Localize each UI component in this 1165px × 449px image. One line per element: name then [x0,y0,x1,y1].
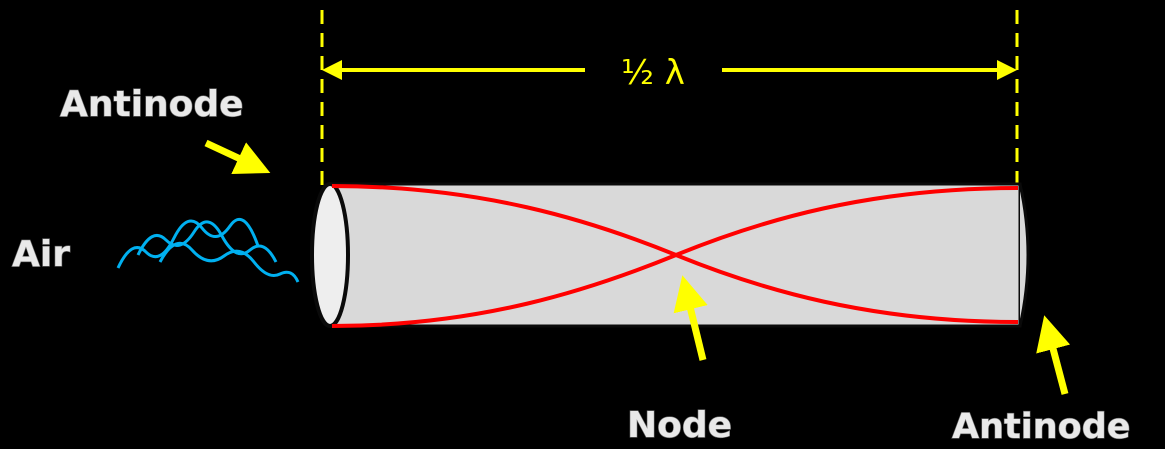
antinode-left-label: Antinode [60,84,244,125]
air-wave-icon [116,217,260,269]
antinode-left-pointer-arrow [204,139,271,175]
half-wavelength-label: ½ λ [621,53,685,93]
tube-open-end [310,182,350,328]
node-label: Node [627,405,732,446]
wave-envelope-lower-to-upper [331,186,1019,328]
tube-right-cap [1018,183,1030,327]
air-wave-icon [158,241,300,283]
node-pointer-arrow [673,275,708,361]
antinode-right-pointer-arrow [1036,315,1071,395]
antinode-right-label: Antinode [952,407,1131,447]
air-label: Air [12,234,70,275]
air-wave-icon [136,220,278,263]
